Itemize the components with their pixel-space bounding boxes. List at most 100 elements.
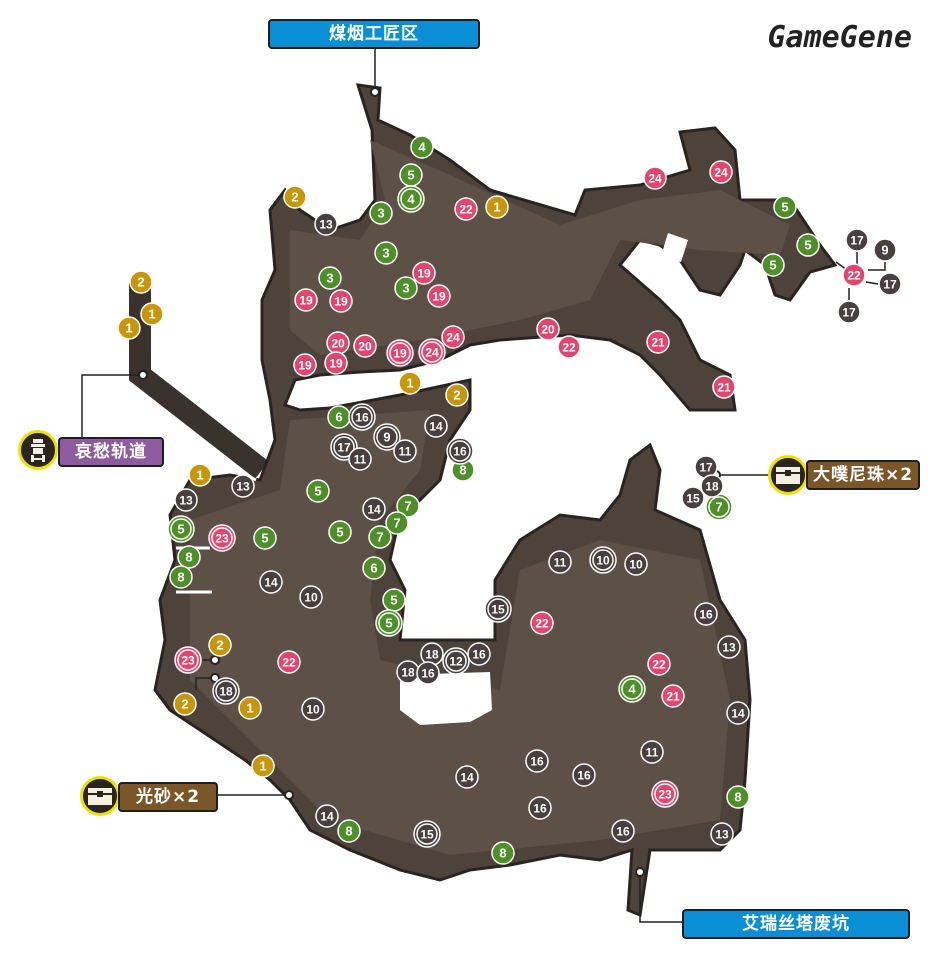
map-marker-gold-1[interactable]: 1	[188, 463, 212, 487]
map-marker-dark-16[interactable]: 16	[611, 819, 635, 843]
map-marker-gold-2[interactable]: 2	[129, 270, 153, 294]
map-marker-dark-16[interactable]: 16	[446, 437, 474, 465]
map-marker-dark-14[interactable]: 14	[726, 701, 750, 725]
map-marker-green-5[interactable]: 5	[399, 163, 423, 187]
map-marker-green-6[interactable]: 6	[362, 556, 386, 580]
map-marker-green-8[interactable]: 8	[726, 785, 750, 809]
map-marker-pink-23[interactable]: 23	[174, 646, 202, 674]
map-marker-dark-16[interactable]: 16	[528, 796, 552, 820]
map-marker-green-5[interactable]: 5	[761, 253, 785, 277]
map-marker-gold-1[interactable]: 1	[117, 316, 141, 340]
map-marker-green-3[interactable]: 3	[394, 276, 418, 300]
map-marker-pink-22[interactable]: 22	[454, 197, 478, 221]
map-marker-green-5[interactable]: 5	[375, 609, 403, 637]
map-marker-dark-10[interactable]: 10	[589, 546, 617, 574]
map-marker-dark-17[interactable]: 17	[878, 272, 902, 296]
map-marker-pink-19[interactable]: 19	[294, 288, 318, 312]
map-marker-pink-19[interactable]: 19	[324, 351, 348, 375]
map-marker-dark-10[interactable]: 10	[624, 552, 648, 576]
map-marker-green-8[interactable]: 8	[169, 565, 193, 589]
map-marker-dark-11[interactable]: 11	[348, 447, 372, 471]
map-marker-pink-23[interactable]: 23	[208, 524, 236, 552]
map-marker-green-5[interactable]: 5	[253, 526, 277, 550]
map-marker-gold-1[interactable]: 1	[398, 371, 422, 395]
map-marker-green-5[interactable]: 5	[306, 479, 330, 503]
map-marker-dark-16[interactable]: 16	[416, 661, 440, 685]
map-marker-pink-21[interactable]: 21	[646, 330, 670, 354]
map-marker-dark-16[interactable]: 16	[467, 642, 491, 666]
map-marker-dark-18[interactable]: 18	[420, 642, 444, 666]
map-marker-green-5[interactable]: 5	[328, 520, 352, 544]
map-marker-dark-18[interactable]: 18	[396, 660, 420, 684]
area-label-left[interactable]: 哀愁轨道	[58, 437, 164, 467]
map-marker-green-4[interactable]: 4	[410, 135, 434, 159]
map-marker-dark-15[interactable]: 15	[484, 595, 512, 623]
map-marker-pink-22[interactable]: 22	[557, 335, 581, 359]
map-marker-dark-9[interactable]: 9	[373, 423, 401, 451]
map-marker-dark-13[interactable]: 13	[710, 822, 734, 846]
map-marker-green-8[interactable]: 8	[177, 545, 201, 569]
map-marker-dark-13[interactable]: 13	[717, 635, 741, 659]
map-marker-dark-14[interactable]: 14	[362, 497, 386, 521]
map-marker-pink-19[interactable]: 19	[386, 339, 414, 367]
map-marker-dark-16[interactable]: 16	[525, 749, 549, 773]
map-marker-green-6[interactable]: 6	[327, 405, 351, 429]
map-marker-green-4[interactable]: 4	[397, 185, 425, 213]
map-marker-pink-20[interactable]: 20	[536, 317, 560, 341]
map-marker-pink-22[interactable]: 22	[647, 652, 671, 676]
map-marker-pink-20[interactable]: 20	[353, 334, 377, 358]
map-marker-green-8[interactable]: 8	[337, 819, 361, 843]
map-marker-green-7[interactable]: 7	[396, 494, 420, 518]
map-marker-dark-14[interactable]: 14	[424, 414, 448, 438]
map-marker-dark-14[interactable]: 14	[315, 804, 339, 828]
map-marker-pink-24[interactable]: 24	[441, 325, 465, 349]
map-marker-green-7[interactable]: 7	[368, 525, 392, 549]
map-marker-green-3[interactable]: 3	[374, 241, 398, 265]
map-marker-dark-13[interactable]: 13	[174, 488, 198, 512]
map-marker-pink-22[interactable]: 22	[277, 650, 301, 674]
map-marker-green-8[interactable]: 8	[491, 841, 515, 865]
area-label-top[interactable]: 煤烟工匠区	[268, 19, 480, 49]
map-marker-dark-13[interactable]: 13	[314, 212, 338, 236]
map-marker-pink-19[interactable]: 19	[293, 353, 317, 377]
map-marker-pink-19[interactable]: 19	[427, 284, 451, 308]
map-marker-gold-1[interactable]: 1	[485, 195, 509, 219]
map-marker-dark-16[interactable]: 16	[572, 763, 596, 787]
map-marker-dark-11[interactable]: 11	[640, 740, 664, 764]
treasure-label-left[interactable]: 光砂×2	[118, 782, 218, 812]
map-marker-pink-19[interactable]: 19	[412, 261, 436, 285]
map-marker-dark-18[interactable]: 18	[700, 474, 724, 498]
map-marker-pink-21[interactable]: 21	[712, 375, 736, 399]
map-marker-gold-1[interactable]: 1	[238, 696, 262, 720]
map-marker-pink-23[interactable]: 23	[651, 780, 679, 808]
map-marker-dark-15[interactable]: 15	[681, 486, 705, 510]
treasure-label-right[interactable]: 大噗尼珠×2	[806, 460, 920, 490]
map-marker-dark-13[interactable]: 13	[231, 474, 255, 498]
map-marker-green-5[interactable]: 5	[167, 515, 195, 543]
map-marker-pink-24[interactable]: 24	[643, 166, 667, 190]
map-marker-dark-15[interactable]: 15	[413, 820, 441, 848]
map-marker-gold-2[interactable]: 2	[445, 383, 469, 407]
area-label-bottom[interactable]: 艾瑞丝塔废坑	[682, 909, 910, 939]
map-marker-green-3[interactable]: 3	[318, 266, 342, 290]
map-marker-dark-17[interactable]: 17	[694, 455, 718, 479]
map-marker-gold-2[interactable]: 2	[173, 692, 197, 716]
map-marker-dark-16[interactable]: 16	[694, 602, 718, 626]
map-marker-dark-12[interactable]: 12	[442, 647, 470, 675]
map-marker-pink-19[interactable]: 19	[329, 289, 353, 313]
map-marker-green-5[interactable]: 5	[382, 588, 406, 612]
map-marker-dark-18[interactable]: 18	[212, 677, 240, 705]
map-marker-dark-11[interactable]: 11	[393, 439, 417, 463]
map-marker-pink-20[interactable]: 20	[326, 331, 350, 355]
map-marker-dark-14[interactable]: 14	[455, 765, 479, 789]
map-marker-gold-2[interactable]: 2	[208, 633, 232, 657]
map-marker-pink-22[interactable]: 22	[530, 611, 554, 635]
map-marker-green-7[interactable]: 7	[385, 511, 409, 535]
map-marker-dark-17[interactable]: 17	[837, 300, 861, 324]
map-marker-dark-10[interactable]: 10	[299, 585, 323, 609]
map-marker-dark-11[interactable]: 11	[548, 550, 572, 574]
map-marker-pink-22[interactable]: 22	[842, 263, 866, 287]
map-marker-green-4[interactable]: 4	[618, 675, 646, 703]
map-marker-gold-2[interactable]: 2	[283, 185, 307, 209]
map-marker-pink-21[interactable]: 21	[661, 684, 685, 708]
